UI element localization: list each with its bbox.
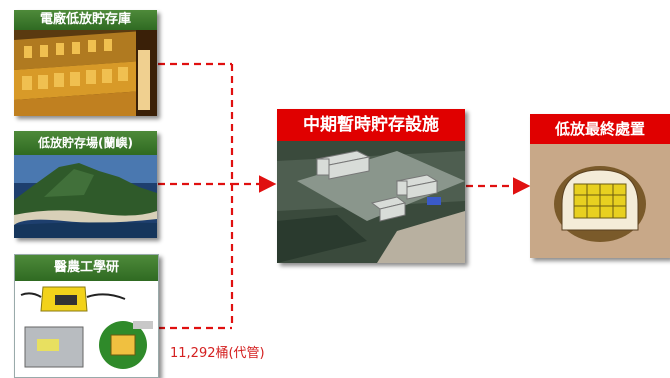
- power-plant-storage-card: 電廠低放貯存庫: [14, 10, 157, 116]
- interim-storage-title: 中期暫時貯存設施: [277, 109, 465, 141]
- lanyu-storage-title: 低放貯存場(蘭嶼): [14, 131, 157, 155]
- interim-storage-card: 中期暫時貯存設施: [277, 109, 465, 263]
- interim-storage-render: [277, 141, 465, 263]
- medical-equipment-photo: [15, 281, 158, 377]
- medical-waste-count: 11,292桶(代管): [170, 346, 265, 361]
- medical-industrial-title: 醫農工學研: [15, 255, 158, 281]
- final-disposal-diagram: [530, 144, 670, 258]
- final-disposal-title: 低放最終處置: [530, 114, 670, 144]
- lanyu-island-photo: [14, 155, 157, 238]
- final-disposal-card: 低放最終處置: [530, 114, 670, 258]
- medical-industrial-card: 醫農工學研: [14, 254, 159, 378]
- power-plant-storage-photo: [14, 30, 157, 116]
- power-plant-storage-title: 電廠低放貯存庫: [14, 10, 157, 30]
- lanyu-storage-card: 低放貯存場(蘭嶼): [14, 131, 157, 238]
